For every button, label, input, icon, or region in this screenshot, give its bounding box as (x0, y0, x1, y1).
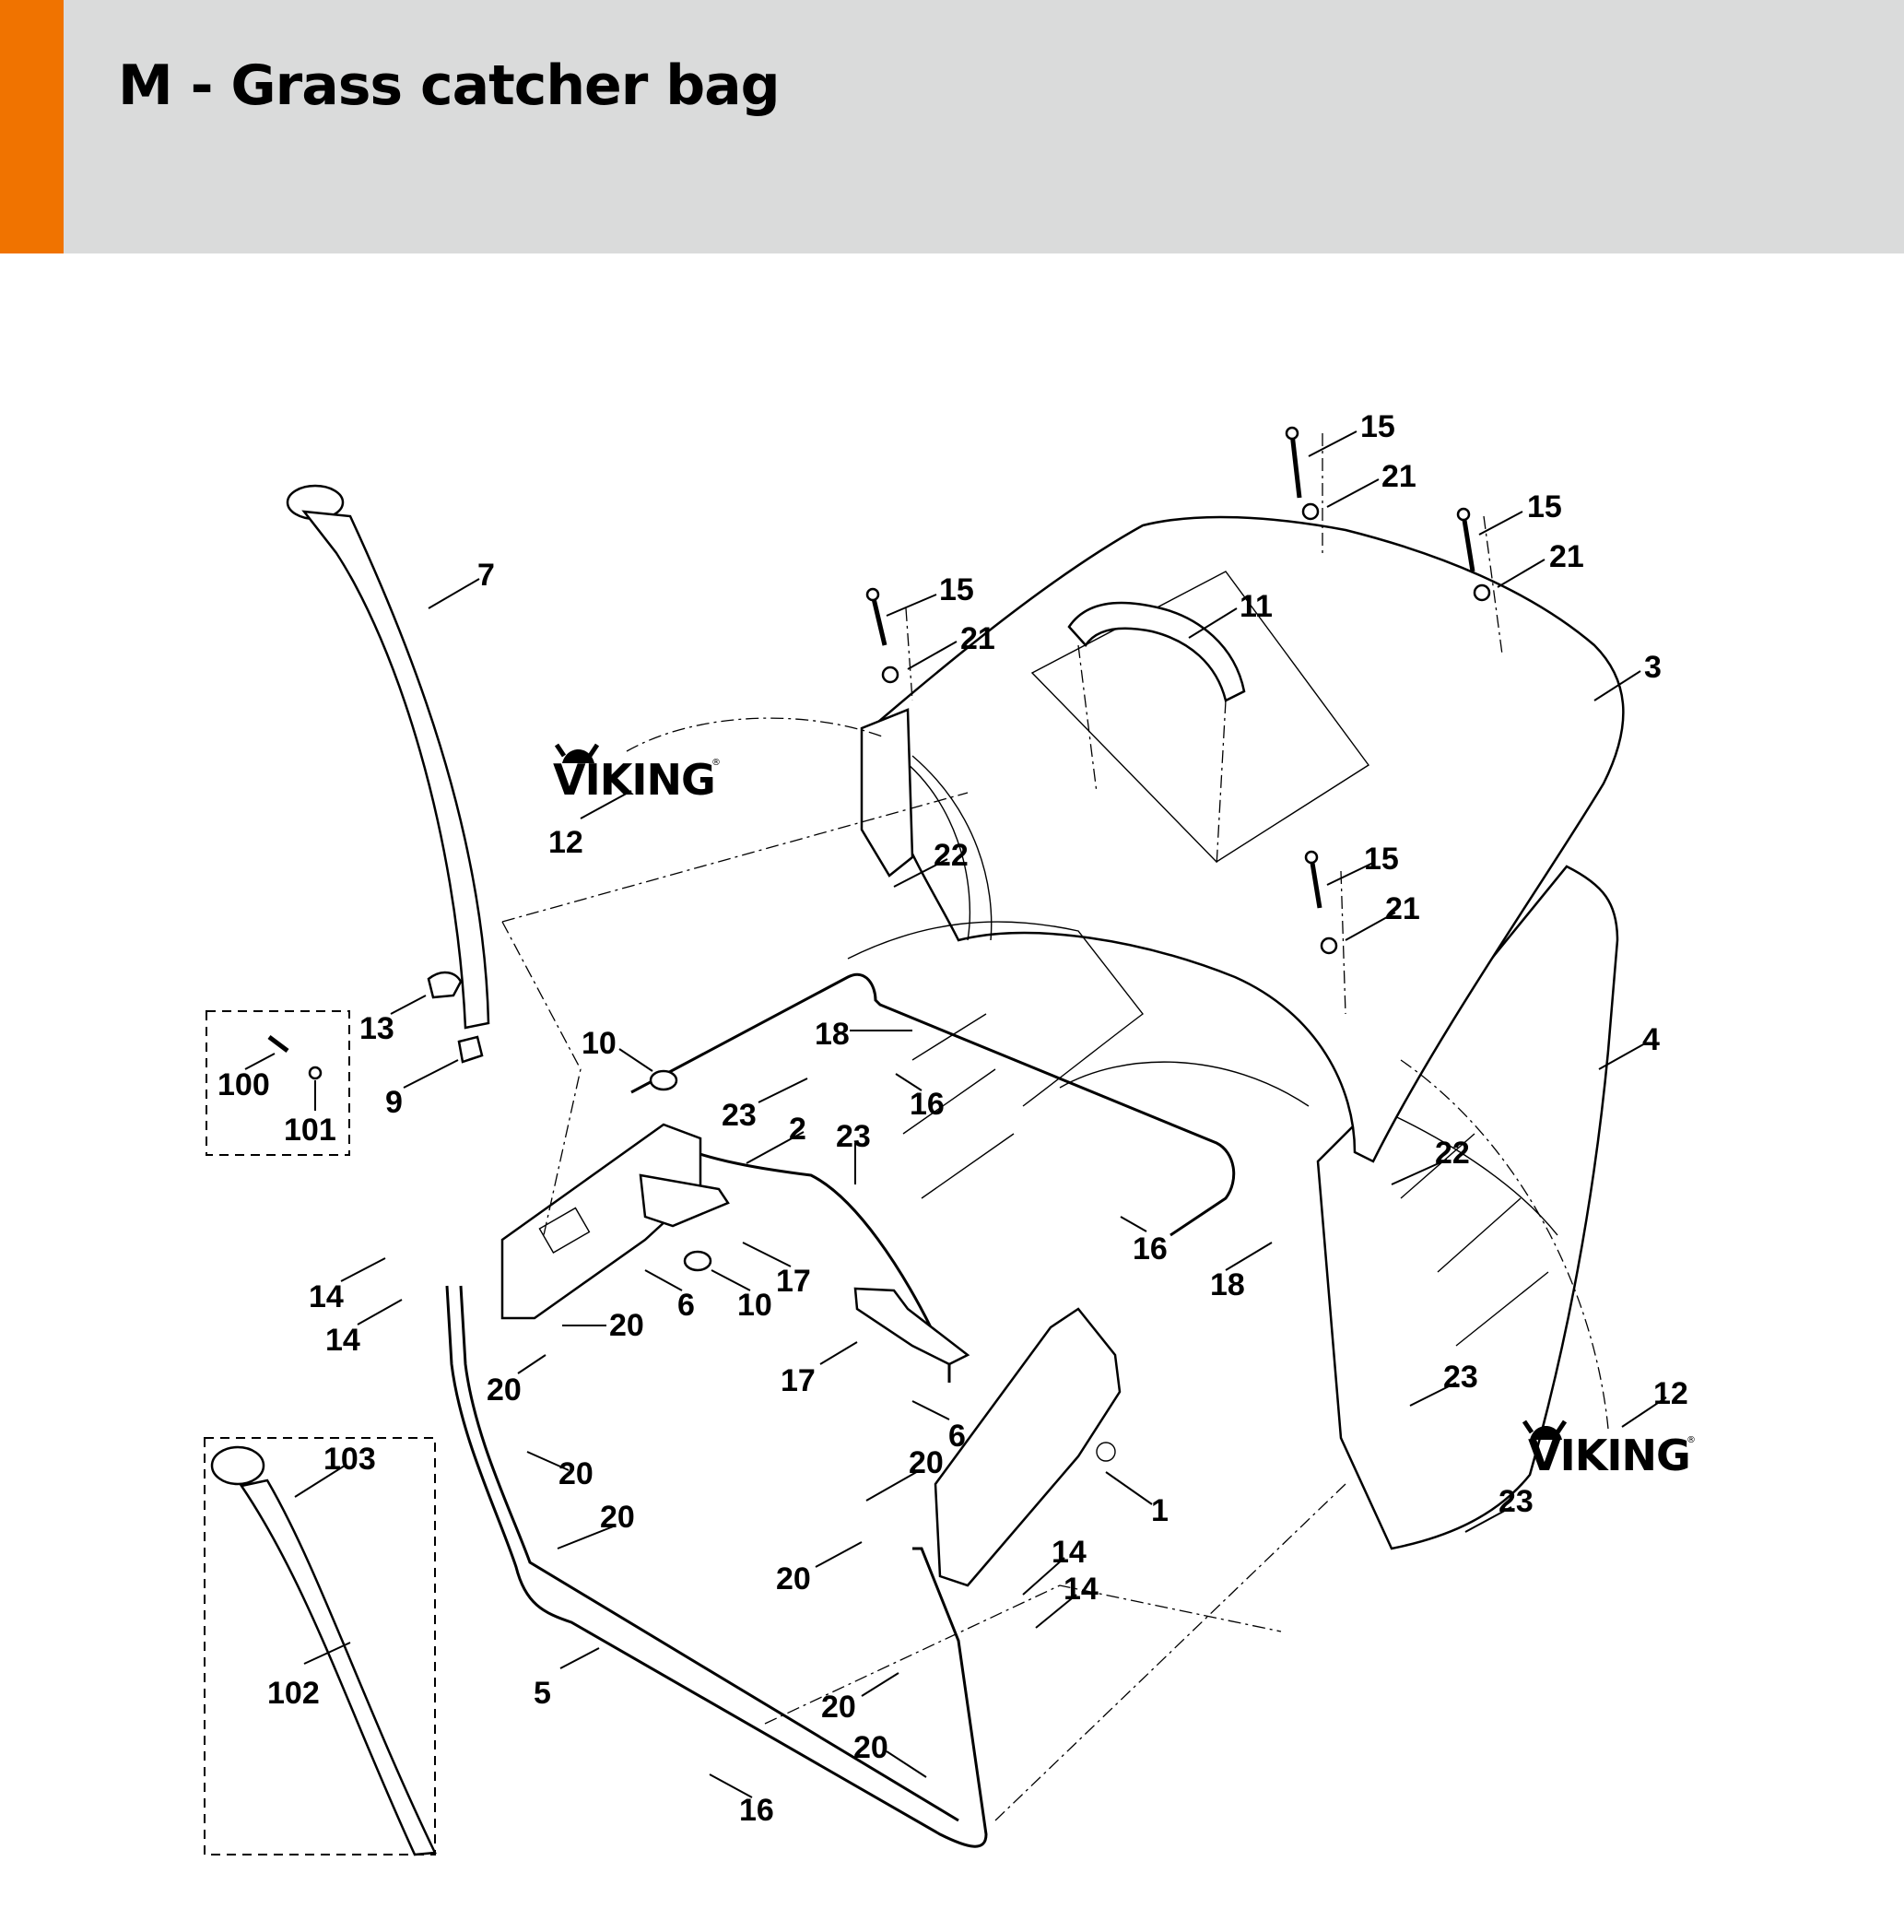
viking-logo: VIKING ® (553, 743, 721, 805)
callout[interactable]: 4 (1642, 1022, 1660, 1057)
callout[interactable]: 20 (600, 1500, 635, 1535)
page-header: M - Grass catcher bag (0, 0, 1904, 253)
header-accent-bar (0, 0, 64, 253)
part-5-lower-frame[interactable] (445, 1285, 988, 1848)
part-9-cap[interactable] (457, 1035, 484, 1064)
callout[interactable]: 15 (1364, 842, 1399, 877)
callout[interactable]: 5 (534, 1676, 551, 1711)
callout[interactable]: 23 (836, 1119, 871, 1154)
callout[interactable]: 2 (789, 1112, 806, 1147)
part-13-clip[interactable] (427, 971, 463, 999)
callout-labels: 15 21 15 21 15 21 11 3 7 12 22 15 21 4 1… (217, 409, 1688, 1828)
callout[interactable]: 3 (1644, 650, 1662, 685)
callout[interactable]: 20 (776, 1561, 811, 1596)
part-10-clip[interactable] (683, 1250, 712, 1272)
callout[interactable]: 6 (948, 1419, 966, 1454)
callout[interactable]: 21 (1549, 539, 1584, 574)
callout[interactable]: 20 (609, 1308, 644, 1343)
callout[interactable]: 21 (960, 621, 995, 656)
callout[interactable]: 22 (1435, 1136, 1470, 1171)
callout[interactable]: 10 (582, 1026, 617, 1061)
callout[interactable]: 22 (934, 838, 969, 873)
svg-text:VIKING: VIKING (1528, 1431, 1690, 1480)
callout[interactable]: 6 (677, 1288, 695, 1323)
viking-logo: VIKING ® (1522, 1420, 1696, 1480)
callout[interactable]: 23 (722, 1098, 757, 1133)
callout[interactable]: 103 (323, 1442, 376, 1477)
callout[interactable]: 20 (821, 1690, 856, 1725)
screw-15 (1285, 426, 1320, 521)
part-4-bag-body[interactable] (1316, 865, 1619, 1550)
callout[interactable]: 16 (739, 1793, 774, 1828)
callout[interactable]: 15 (939, 572, 974, 607)
part-1-bracket[interactable] (934, 1307, 1122, 1587)
callout[interactable]: 1 (1151, 1493, 1169, 1528)
callout[interactable]: 23 (1499, 1484, 1534, 1519)
callout[interactable]: 15 (1527, 489, 1562, 524)
callout[interactable]: 101 (284, 1113, 336, 1148)
leader-lines (244, 430, 1667, 1798)
callout[interactable]: 20 (558, 1456, 594, 1491)
callout[interactable]: 102 (267, 1676, 320, 1711)
callout[interactable]: 20 (909, 1445, 944, 1480)
callout[interactable]: 17 (781, 1363, 816, 1398)
callout[interactable]: 16 (910, 1087, 945, 1122)
callout[interactable]: 14 (325, 1323, 360, 1358)
callout[interactable]: 11 (1240, 589, 1273, 624)
screw-15 (1456, 507, 1491, 602)
callout[interactable]: 15 (1360, 409, 1395, 444)
screw-15 (865, 587, 899, 684)
callout[interactable]: 16 (1133, 1231, 1168, 1266)
part-11-handle[interactable] (1067, 601, 1246, 702)
callout[interactable]: 9 (385, 1085, 403, 1120)
callout[interactable]: 17 (776, 1264, 811, 1299)
part-3-top-cover[interactable] (869, 515, 1625, 1163)
callout[interactable]: 18 (815, 1017, 850, 1052)
callout[interactable]: 23 (1443, 1360, 1478, 1395)
svg-text:VIKING: VIKING (553, 755, 715, 805)
callout[interactable]: 14 (1052, 1535, 1087, 1570)
optional-parts-box-102-103 (204, 1437, 436, 1855)
callout[interactable]: 20 (853, 1730, 888, 1765)
part-10-clip[interactable] (649, 1069, 678, 1091)
svg-text:®: ® (1687, 1435, 1696, 1445)
callout[interactable]: 20 (487, 1372, 522, 1408)
callout[interactable]: 21 (1385, 891, 1420, 926)
callout[interactable]: 7 (477, 558, 495, 593)
part-7-handle-tube[interactable] (301, 510, 490, 1030)
callout[interactable]: 12 (548, 825, 583, 860)
callout[interactable]: 12 (1653, 1376, 1688, 1411)
callout[interactable]: 21 (1381, 459, 1416, 494)
screw-15 (1304, 850, 1338, 955)
callout[interactable]: 100 (217, 1067, 270, 1102)
svg-text:®: ® (711, 758, 721, 768)
callout[interactable]: 14 (1064, 1572, 1099, 1607)
page-title: M - Grass catcher bag (118, 53, 781, 118)
callout[interactable]: 10 (737, 1288, 772, 1323)
optional-parts-box-100-101 (206, 1010, 350, 1156)
callout[interactable]: 13 (359, 1011, 394, 1046)
callout[interactable]: 14 (309, 1279, 344, 1314)
callout[interactable]: 18 (1210, 1267, 1245, 1302)
